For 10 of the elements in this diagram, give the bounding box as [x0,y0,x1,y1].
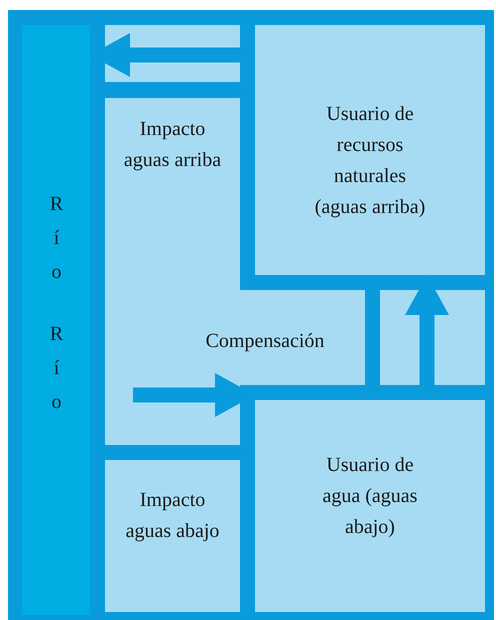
user-panel [255,400,485,612]
node-label: Río [44,323,68,425]
node-label: Río [44,193,68,295]
node-label: Impacto aguas abajo [124,488,220,544]
node-label: Usuario de agua (aguas abajo) [322,453,418,540]
node-label: Usuario de recursos naturales (aguas arriba) [314,102,426,220]
impact-panel [105,460,240,612]
user-panel [255,25,485,275]
node-label: Impacto aguas arriba [122,117,222,173]
node-label: Compensación [206,329,324,354]
